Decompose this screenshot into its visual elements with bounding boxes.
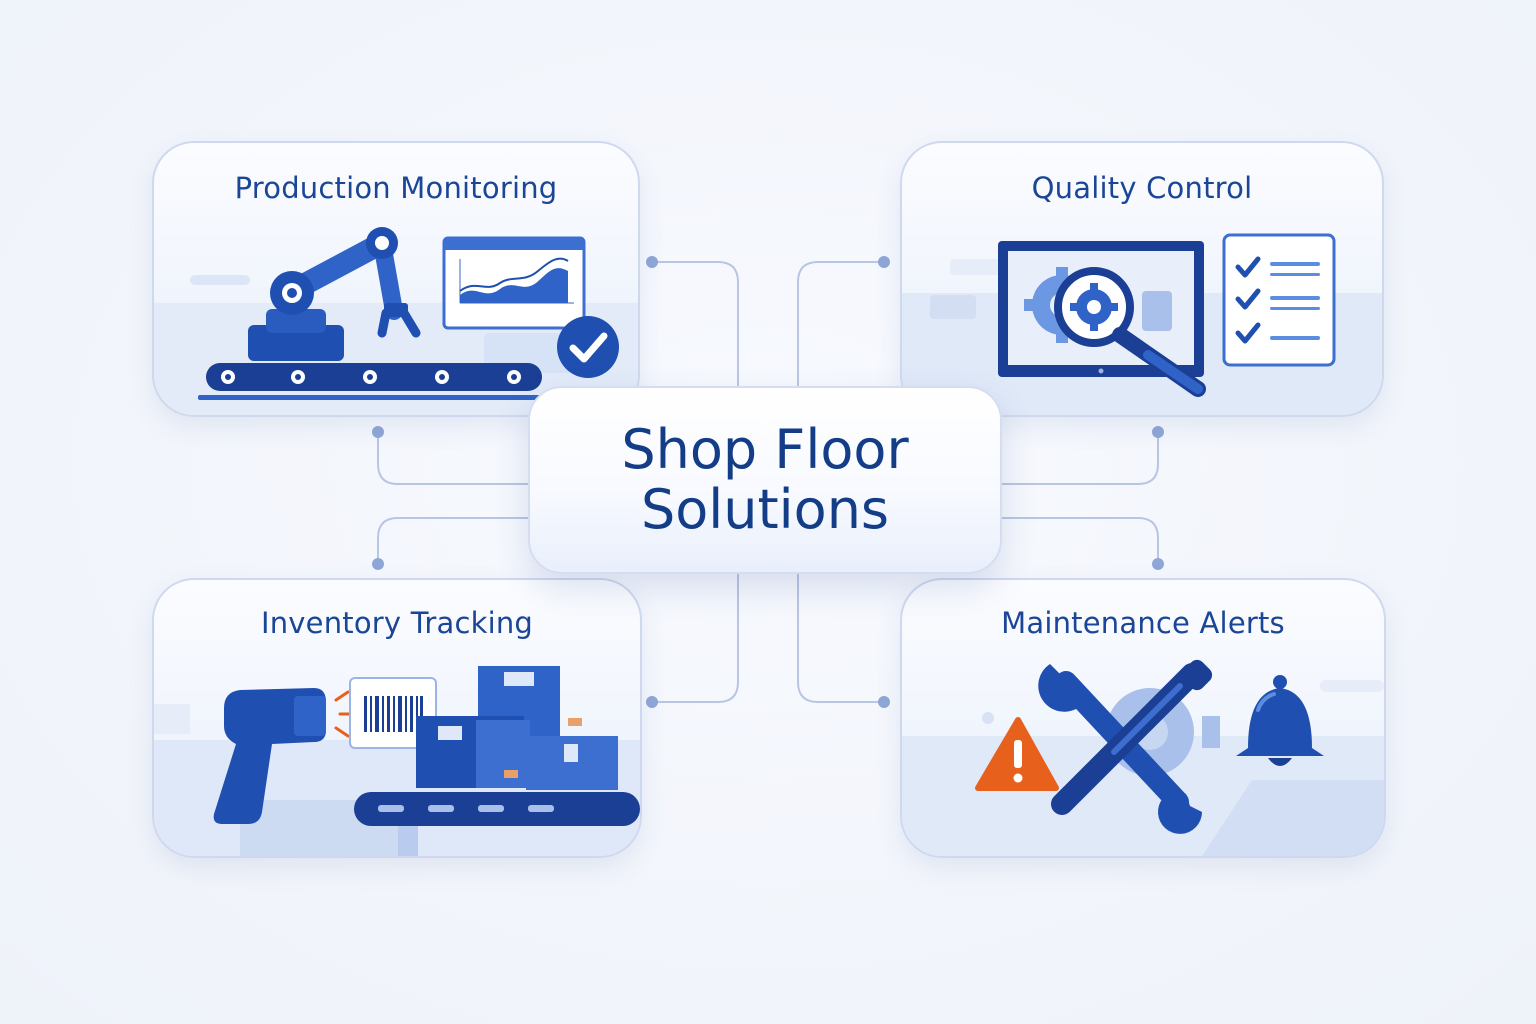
connector-production-down [377, 432, 528, 485]
card-title: Quality Control [1031, 171, 1253, 205]
connector-production-right [652, 261, 739, 386]
center-title-line1: Shop Floor [621, 418, 909, 481]
connector-dot [878, 696, 890, 708]
card-maintenance-alerts: Maintenance Alerts [900, 578, 1386, 858]
connector-quality-left [797, 261, 884, 386]
connector-maintenance-up [998, 517, 1159, 564]
connector-dot [878, 256, 890, 268]
conveyor-icon [354, 792, 640, 856]
production-illustration [154, 227, 638, 415]
center-hub: Shop Floor Solutions [528, 386, 1002, 574]
card-title: Inventory Tracking [260, 606, 534, 640]
card-inventory-tracking: Inventory Tracking [152, 578, 642, 858]
boxes-icon [416, 666, 618, 790]
checklist-icon [1222, 233, 1336, 367]
check-circle-icon [557, 316, 619, 378]
barcode-icon [349, 677, 437, 749]
connector-inventory-up [377, 517, 528, 564]
quality-illustration [902, 233, 1382, 415]
conveyor-icon [198, 363, 550, 400]
connector-dot [1152, 426, 1164, 438]
screwdriver-icon [1051, 659, 1213, 815]
line-chart-icon [442, 236, 586, 330]
bell-icon [1236, 675, 1324, 766]
robot-arm-icon [248, 227, 421, 361]
center-title-line2: Solutions [640, 478, 890, 541]
connector-dot [646, 256, 658, 268]
connector-dot [1152, 558, 1164, 570]
warning-icon [975, 717, 1059, 791]
card-title: Maintenance Alerts [1001, 606, 1285, 640]
card-title: Production Monitoring [234, 171, 558, 205]
magnifier-icon [1054, 267, 1206, 397]
connector-dot [372, 426, 384, 438]
card-production-monitoring: Production Monitoring [152, 141, 640, 417]
inventory-illustration [154, 666, 640, 856]
barcode-scanner-icon [213, 688, 356, 824]
maintenance-illustration [902, 659, 1384, 856]
connector-maintenance-left [797, 570, 884, 703]
card-quality-control: Quality Control [900, 141, 1384, 417]
connector-dot [372, 558, 384, 570]
connector-inventory-right [652, 570, 739, 703]
connector-dot [646, 696, 658, 708]
connector-quality-down [998, 432, 1159, 485]
